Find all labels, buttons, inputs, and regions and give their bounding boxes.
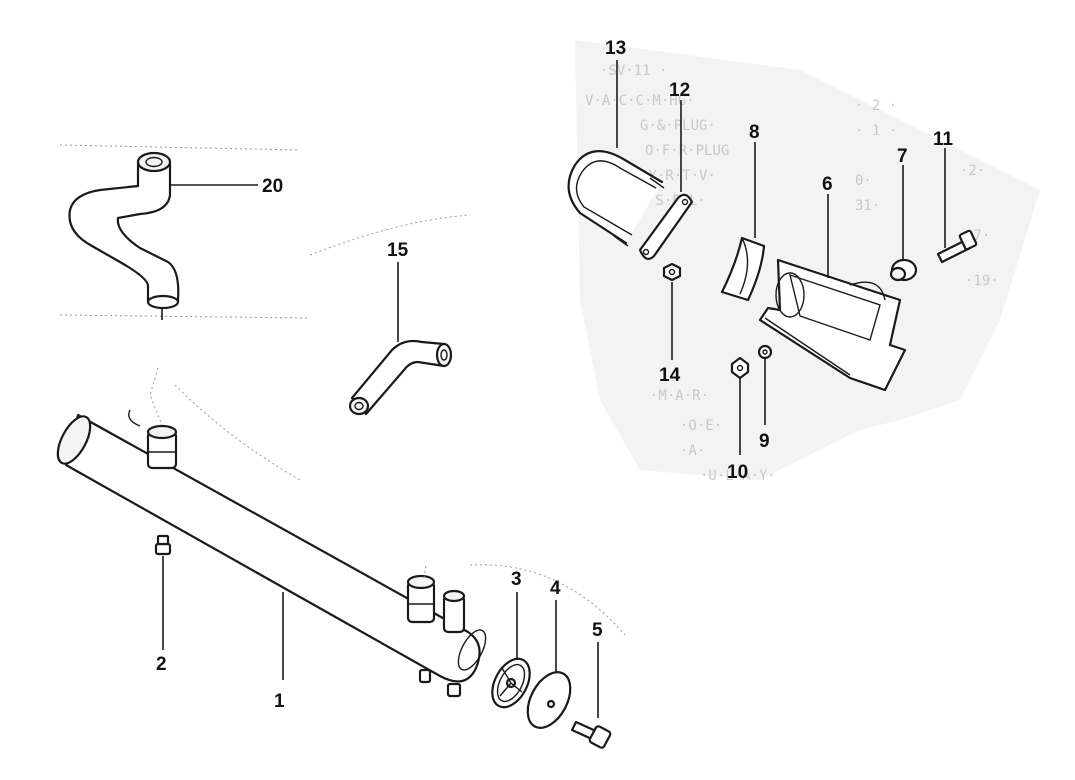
svg-text:·U·L·A·Y·: ·U·L·A·Y·	[700, 468, 776, 484]
callout-6: 6	[822, 174, 833, 195]
callout-1: 1	[274, 691, 285, 712]
svg-text:O·F·R·PLUG: O·F·R·PLUG	[645, 143, 729, 159]
svg-text:·M·A·R·: ·M·A·R·	[650, 388, 709, 404]
part-6-bracket	[758, 258, 907, 392]
svg-text:·A·: ·A·	[680, 443, 705, 459]
svg-text:·O·E·: ·O·E·	[680, 418, 722, 434]
svg-text:0·: 0·	[855, 173, 872, 189]
part-13-u-bolt	[567, 150, 665, 247]
part-14-nut	[662, 262, 682, 282]
callout-10: 10	[727, 462, 748, 483]
svg-text:31·: 31·	[855, 198, 880, 214]
svg-text:· 1 ·: · 1 ·	[855, 123, 897, 139]
part-5-bolt	[570, 720, 612, 749]
svg-text:G·&·PLUG·: G·&·PLUG·	[640, 118, 716, 134]
callout-5: 5	[592, 620, 603, 641]
callout-14: 14	[659, 365, 681, 386]
svg-text:· 2 ·: · 2 ·	[855, 98, 897, 114]
callout-7: 7	[897, 146, 908, 167]
part-11-stud	[936, 229, 978, 264]
part-15-small-hose	[348, 339, 453, 416]
callout-8: 8	[749, 122, 760, 143]
part-7-bushing	[889, 258, 918, 282]
callout-2: 2	[156, 654, 167, 675]
part-20-bent-hose	[68, 151, 180, 320]
svg-text:·19·: ·19·	[965, 273, 999, 289]
part-10-nut	[730, 356, 750, 380]
part-2-plug	[154, 534, 172, 556]
part-3-gasket	[491, 657, 531, 709]
callout-13: 13	[605, 38, 626, 59]
callout-20: 20	[262, 176, 283, 197]
part-1-main-tube	[56, 367, 487, 698]
part-9-washer	[757, 344, 773, 360]
callout-labels: 1 2 3 4 5 6 7 8 9 10 11 12 13 14 15 20	[156, 38, 954, 712]
part-12-strap	[638, 193, 694, 260]
callout-11: 11	[933, 129, 954, 150]
part-4-cover-plate	[526, 671, 572, 729]
part-8-curved-pad	[720, 236, 766, 302]
svg-text:V·A·C·C·M·HG·: V·A·C·C·M·HG·	[585, 93, 695, 109]
svg-text:·SV·11 ·: ·SV·11 ·	[600, 63, 667, 79]
svg-text:·2·: ·2·	[960, 163, 985, 179]
callout-15: 15	[387, 240, 409, 261]
callout-3: 3	[511, 569, 522, 590]
callout-4: 4	[550, 578, 561, 599]
leader-lines	[162, 60, 946, 718]
callout-9: 9	[759, 431, 770, 452]
bleed-through-background: ·SV·11 · V·A·C·C·M·HG· G·&·PLUG· O·F·R·P…	[575, 40, 1040, 484]
panel-outlines	[59, 144, 626, 636]
callout-12: 12	[669, 80, 690, 101]
